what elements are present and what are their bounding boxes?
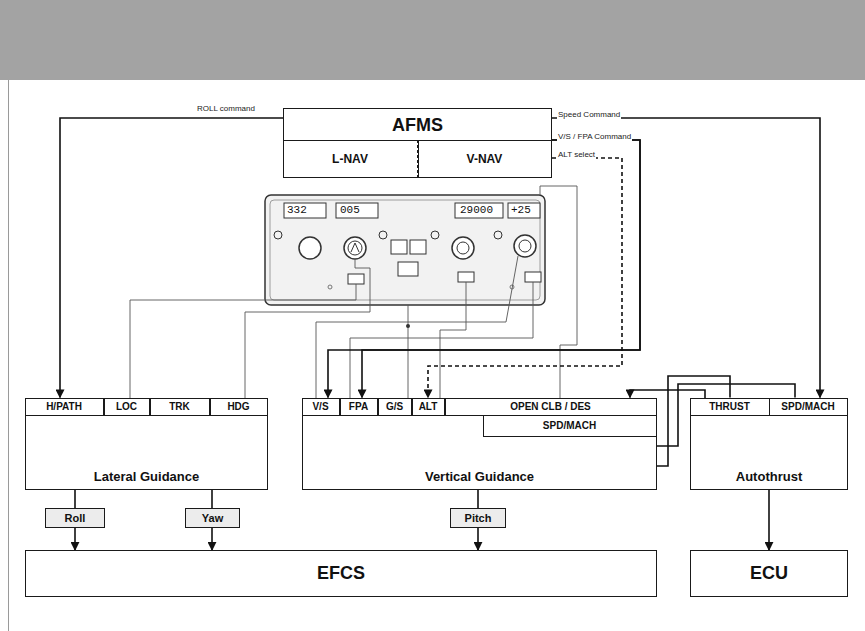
guidance-box: Lateral Guidance H/PATH LOC TRK HDG: [25, 398, 268, 490]
mode-box: H/PATH: [25, 398, 104, 416]
node-text: ALT: [419, 401, 438, 412]
node-text: AFMS: [284, 115, 551, 136]
node-text: FPA: [349, 401, 368, 412]
axis-box: Yaw: [185, 508, 240, 528]
connector: [768, 490, 770, 550]
guidance-box: Autothrust THRUST SPD/MACH: [690, 398, 848, 490]
connector: [428, 158, 622, 398]
node-text: V/S: [312, 401, 328, 412]
mode-box: OPEN CLB / DES: [445, 398, 657, 416]
mode-box: SPD/MACH: [769, 398, 848, 416]
mode-box: V/S: [302, 398, 340, 416]
node-text: OPEN CLB / DES: [510, 401, 591, 412]
connector: [328, 140, 640, 398]
node-text: THRUST: [709, 401, 750, 412]
node-text: Vertical Guidance: [303, 469, 656, 484]
display-readout: 29000: [460, 204, 493, 216]
node-text: ECU: [750, 563, 788, 584]
connector: [362, 140, 640, 398]
node-text: H/PATH: [46, 401, 82, 412]
node-text: Lateral Guidance: [26, 469, 267, 484]
connector: [211, 528, 213, 550]
connector: [74, 490, 76, 508]
connector: [211, 490, 213, 508]
connector: [60, 118, 283, 398]
signal-label: ALT select: [557, 150, 596, 159]
node-text: Autothrust: [691, 469, 847, 484]
connector: [74, 528, 76, 550]
guidance-box: Vertical Guidance V/S FPA G/S ALT OPEN CLB / …: [302, 398, 657, 490]
mode-box: G/S: [378, 398, 412, 416]
mode-box: FPA: [340, 398, 378, 416]
signal-label: Speed Command: [557, 110, 621, 119]
node-text: Pitch: [465, 512, 492, 524]
node-text: EFCS: [317, 563, 365, 584]
signal-label: V/S / FPA Command: [557, 132, 632, 141]
system-box: AFMS L-NAV V-NAV: [283, 108, 552, 178]
display-readout: 332: [287, 204, 307, 216]
mode-box: THRUST: [690, 398, 770, 416]
connector: [477, 490, 479, 508]
mode-box: ALT: [412, 398, 445, 416]
node-text: SPD/MACH: [781, 401, 834, 412]
display-readout: +25: [511, 204, 531, 216]
display-readout: 005: [340, 204, 360, 216]
node-text: TRK: [169, 401, 190, 412]
system-box: EFCS: [25, 550, 657, 597]
system-box: ECU: [690, 550, 848, 597]
header-band: [0, 0, 865, 80]
node-text: L-NAV: [332, 152, 368, 166]
function-box: V-NAV: [418, 140, 552, 178]
mode-box: HDG: [210, 398, 268, 416]
connector: [552, 118, 820, 398]
node-text: SPD/MACH: [543, 420, 596, 431]
node-text: Roll: [65, 512, 86, 524]
signal-label: ROLL command: [196, 104, 256, 113]
node-text: LOC: [116, 401, 137, 412]
function-box: L-NAV: [283, 140, 418, 178]
frame-line: [8, 80, 9, 631]
node-text: V-NAV: [467, 152, 503, 166]
node-text: Yaw: [202, 512, 223, 524]
mode-box: LOC: [104, 398, 150, 416]
node-text: G/S: [386, 401, 403, 412]
axis-box: Pitch: [450, 508, 506, 528]
mode-box: SPD/MACH: [483, 415, 657, 437]
axis-box: Roll: [45, 508, 105, 528]
mode-box: TRK: [150, 398, 210, 416]
connector: [477, 528, 479, 550]
node-text: HDG: [227, 401, 249, 412]
